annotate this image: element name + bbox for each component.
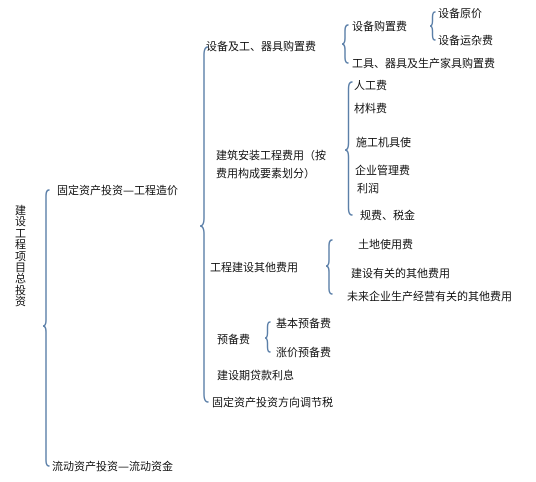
fixed-brace (199, 46, 209, 403)
construction-cost-label: 建筑安装工程费用（按费用构成要素划分） (216, 149, 326, 180)
future-production-fee-label: 未来企业生产经营有关的其他费用 (347, 290, 512, 303)
labor-cost-label: 人工费 (354, 79, 387, 92)
equipment-cost-label: 设备及工、器具购置费 (206, 40, 316, 53)
tools-purchase-label: 工具、器具及生产家具购置费 (352, 57, 495, 70)
equipment-transport-label: 设备运杂费 (438, 34, 493, 47)
reserve-fund-label: 预备费 (217, 333, 250, 346)
other-brace (325, 239, 333, 295)
fixed-asset-investment-label: 固定资产投资—工程造价 (57, 184, 178, 197)
root-label: 建设工程项目总投资 (15, 204, 26, 309)
purchase-brace (429, 11, 436, 41)
land-use-fee-label: 土地使用费 (358, 238, 413, 251)
root-brace (42, 189, 50, 467)
construction-brace (344, 81, 353, 216)
construction-related-fee-label: 建设有关的其他费用 (351, 267, 450, 280)
management-fee-label: 企业管理费 (355, 164, 410, 177)
price-reserve-label: 涨价预备费 (276, 346, 331, 359)
material-cost-label: 材料费 (354, 102, 387, 115)
investment-tax-label: 固定资产投资方向调节税 (212, 396, 333, 409)
fees-tax-label: 规费、税金 (360, 209, 415, 222)
equipment-purchase-label: 设备购置费 (352, 20, 407, 33)
other-construction-cost-label: 工程建设其他费用 (210, 261, 298, 274)
basic-reserve-label: 基本预备费 (276, 317, 331, 330)
profit-label: 利润 (357, 182, 379, 195)
machinery-cost-label: 施工机具使 (356, 136, 411, 149)
loan-interest-label: 建设期贷款利息 (217, 369, 294, 382)
equipment-brace (341, 24, 349, 64)
current-asset-investment-label: 流动资产投资—流动资金 (52, 460, 173, 473)
equipment-original-price-label: 设备原价 (438, 7, 482, 20)
reserve-brace (264, 321, 271, 353)
